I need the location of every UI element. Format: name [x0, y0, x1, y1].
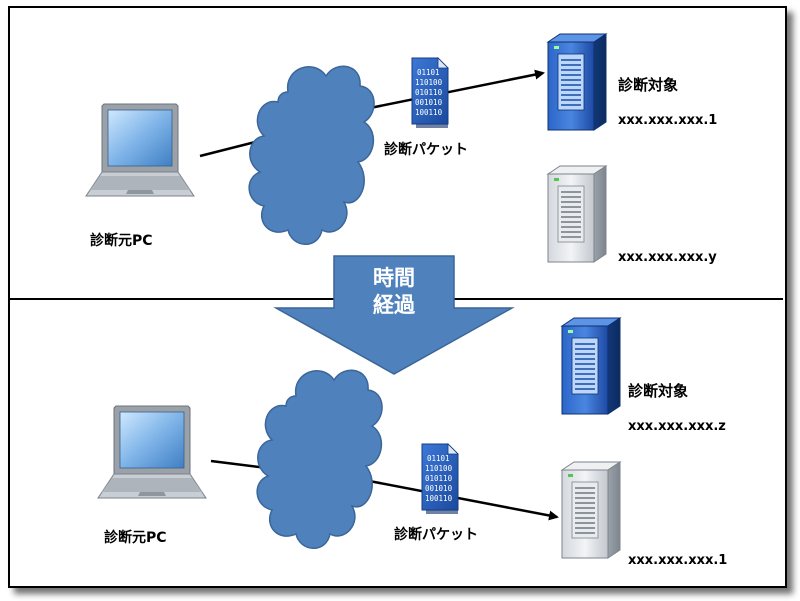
bottom-packet-arrow [363, 478, 559, 521]
top-packet-bits: 01101 110100 010110 001010 100110 [415, 68, 447, 117]
time-elapsed-arrow [273, 255, 515, 375]
bottom-packet-bits: 01101 110100 010110 001010 100110 [425, 454, 457, 503]
bottom-other-server-icon [561, 461, 621, 559]
top-target-label: 診断対象 [618, 76, 679, 94]
bottom-target-server-icon [561, 317, 621, 415]
time-elapsed-line1: 時間 [373, 266, 415, 290]
top-packet-arrow [359, 69, 545, 112]
bottom-other-address: xxx.xxx.xxx.1 [628, 553, 728, 568]
top-network-cloud-icon [248, 65, 375, 246]
time-elapsed-label: 時間 経過 [354, 265, 434, 319]
top-other-server-icon [547, 165, 607, 263]
bottom-network-cloud-icon [256, 369, 383, 550]
bottom-target-address: xxx.xxx.xxx.z [628, 419, 726, 434]
top-packet-label: 診断パケット [384, 142, 468, 158]
bottom-target-label: 診断対象 [628, 382, 689, 400]
top-laptop-icon [85, 103, 195, 197]
top-target-server-icon [547, 33, 607, 131]
top-target-address: xxx.xxx.xxx.1 [618, 113, 718, 128]
time-elapsed-line2: 経過 [373, 293, 415, 317]
top-other-address: xxx.xxx.xxx.y [618, 250, 717, 265]
bottom-pc-label: 診断元PC [104, 530, 167, 546]
top-pc-label: 診断元PC [90, 233, 153, 249]
bottom-laptop-icon [97, 405, 207, 499]
bottom-packet-label: 診断パケット [394, 527, 478, 543]
